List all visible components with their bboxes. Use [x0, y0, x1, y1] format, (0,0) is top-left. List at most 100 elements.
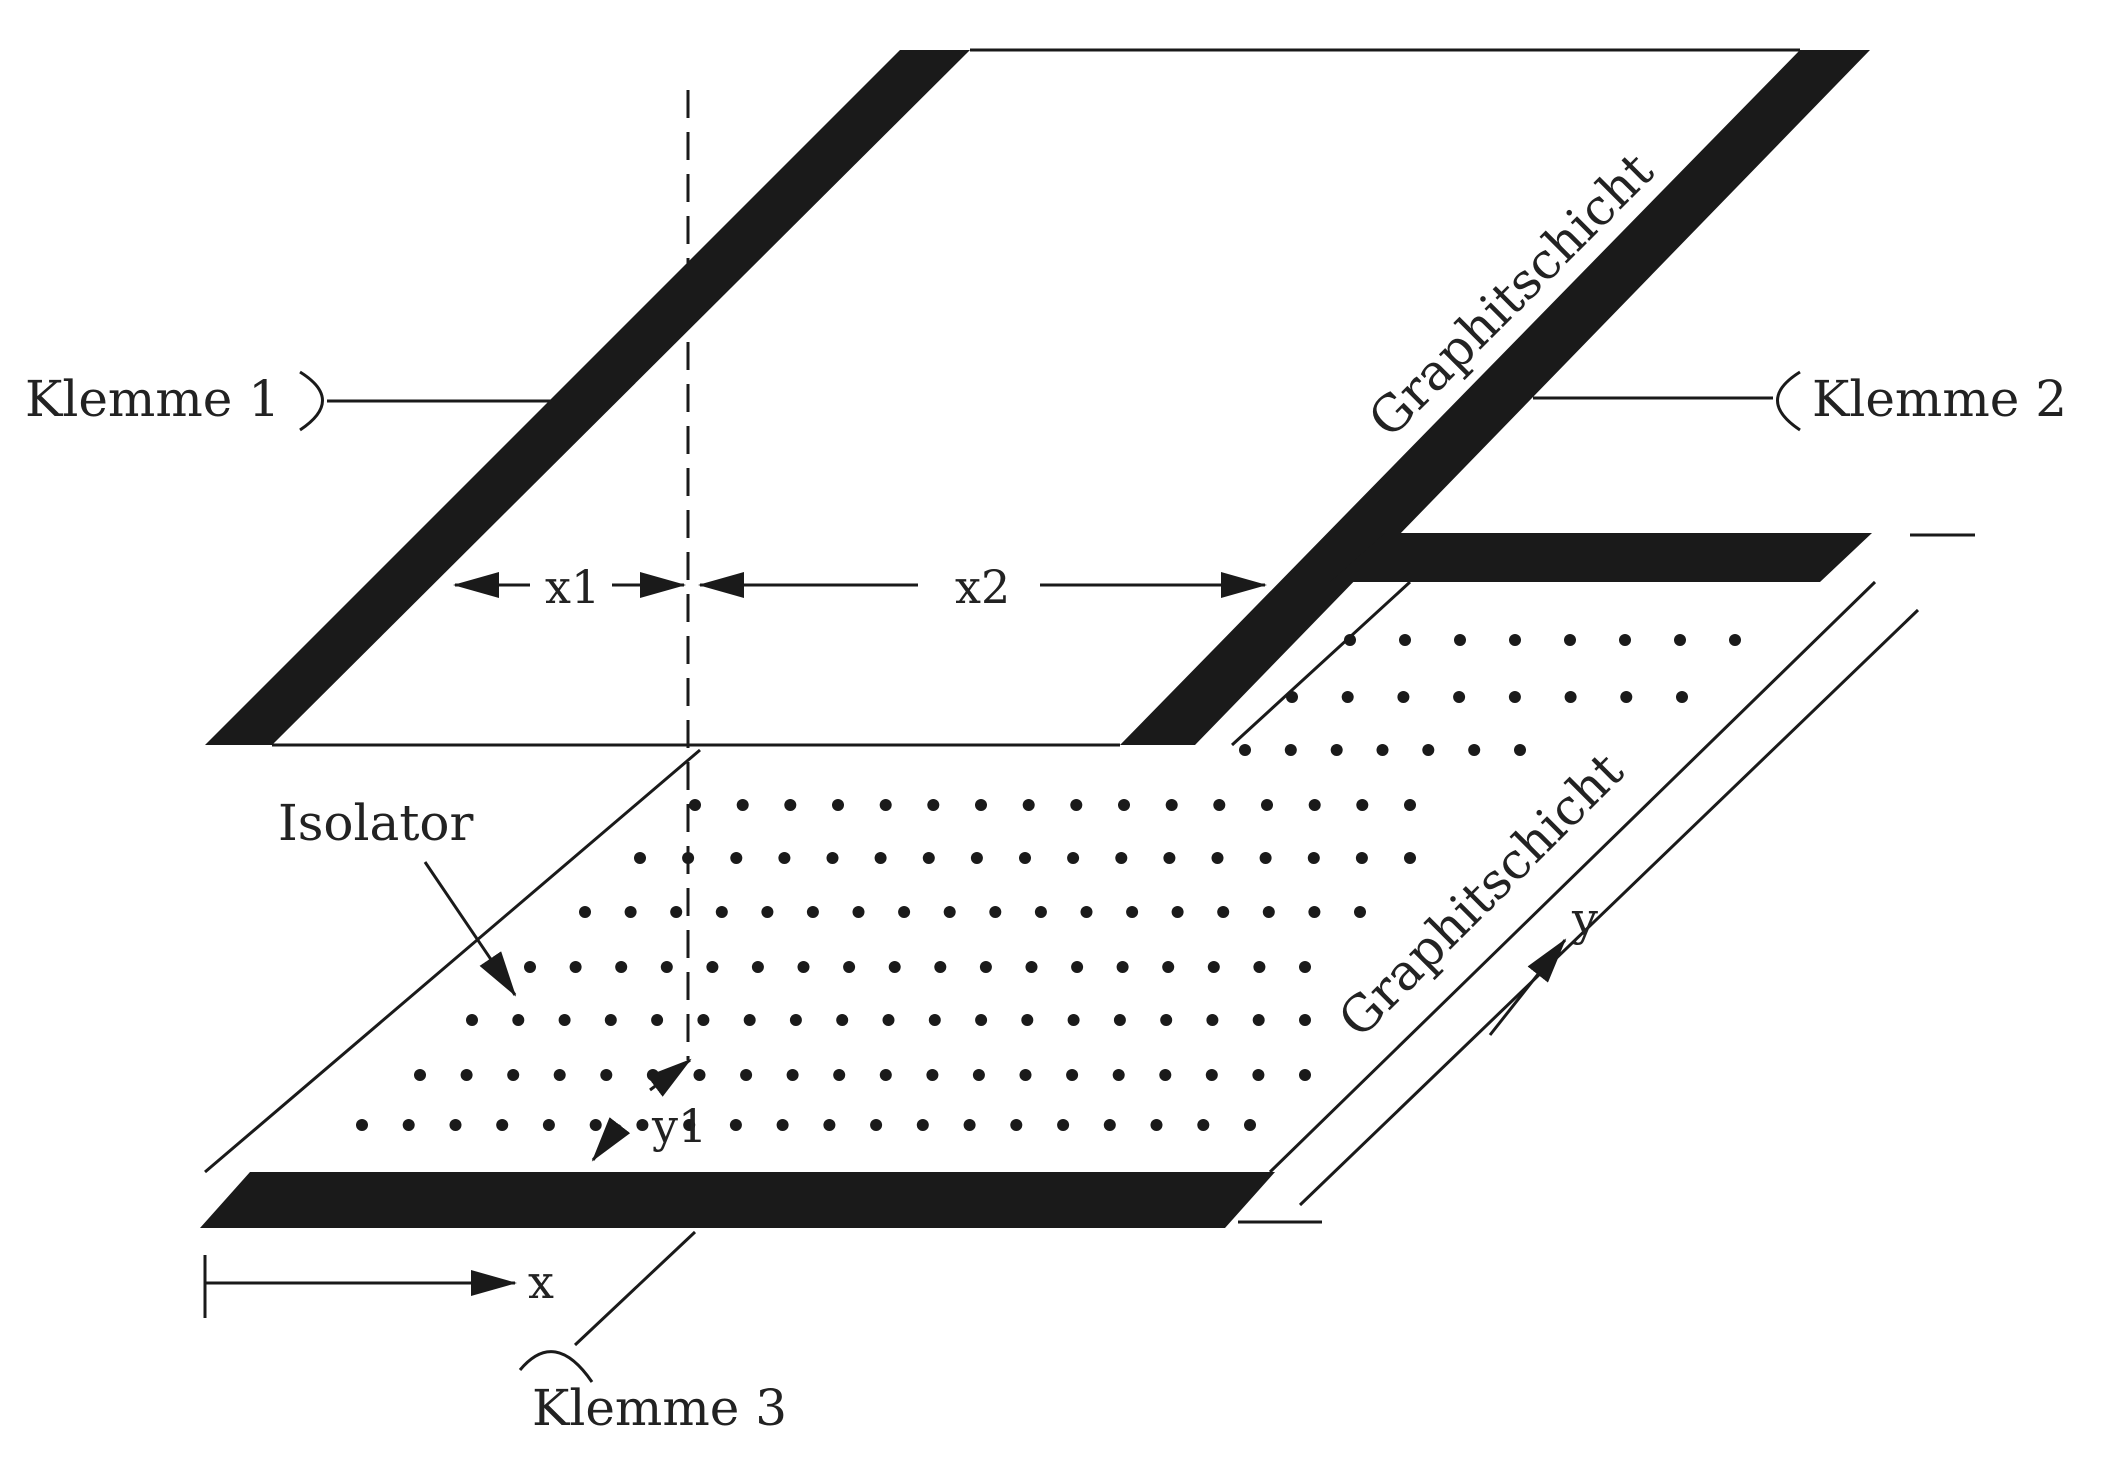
insulator-dot [1514, 744, 1526, 756]
insulator-dot [778, 852, 791, 864]
insulator-dot [761, 906, 774, 918]
insulator-dot [874, 852, 887, 864]
insulator-dot [843, 961, 856, 973]
insulator-dot [414, 1069, 426, 1081]
insulator-dot [1207, 961, 1220, 973]
insulator-dot [1211, 852, 1224, 864]
insulator-dot [852, 906, 865, 918]
insulator-dot [1159, 1069, 1172, 1081]
insulator-dot [826, 852, 839, 864]
insulator-dot [600, 1069, 613, 1081]
insulator-dot [1299, 1069, 1311, 1081]
insulator-dot [1259, 852, 1272, 864]
insulator-dot [1356, 799, 1369, 811]
insulator-dot [1118, 799, 1130, 811]
insulator-dot [1171, 906, 1184, 918]
insulator-dot [786, 1069, 799, 1081]
insulator-dot [926, 1069, 939, 1081]
insulator-dot [970, 852, 983, 864]
insulator-dot [507, 1069, 520, 1081]
bottom-front-electrode-bar [200, 1172, 1275, 1228]
insulator-dot [1354, 906, 1366, 918]
insulator-dot [1508, 691, 1521, 703]
insulator-dot [1115, 852, 1128, 864]
insulator-dot [1253, 961, 1266, 973]
insulator-dot [1299, 1014, 1311, 1026]
insulator-dot [1620, 691, 1633, 703]
insulator-dot [1019, 852, 1031, 864]
top-plate-surface [205, 50, 1870, 745]
insulator-dot [1262, 906, 1275, 918]
insulator-dot [449, 1119, 462, 1131]
terminal-1 [299, 370, 555, 432]
terminal-1-symbol [299, 370, 324, 432]
insulator-dot [975, 799, 987, 811]
terminal-1-label: Klemme 1 [25, 370, 280, 428]
insulator-dot [1308, 799, 1321, 811]
insulator-dot [1071, 961, 1084, 973]
insulator-dot [806, 906, 819, 918]
insulator-dot [1399, 634, 1411, 646]
insulator-dot [460, 1069, 473, 1081]
insulator-dot [729, 1119, 742, 1131]
bottom-plate-back-inner-edge [1230, 580, 1412, 747]
insulator-dot [1165, 799, 1178, 811]
insulator-dot [1213, 799, 1226, 811]
terminal-3 [518, 1230, 697, 1383]
insulator-dot [975, 1014, 988, 1026]
insulator-dot [624, 906, 637, 918]
insulator-dot [715, 906, 728, 918]
insulator-dot [1066, 1069, 1079, 1081]
insulator-dot [1252, 1014, 1265, 1026]
terminal-2-symbol [1776, 370, 1801, 432]
insulator-dot [579, 906, 591, 918]
insulator-dot [1113, 1014, 1126, 1026]
insulator-dot [512, 1014, 525, 1026]
insulator-dot [797, 961, 810, 973]
insulator-dot [1206, 1014, 1219, 1026]
terminal-2-label: Klemme 2 [1812, 370, 2067, 428]
y1-arrow-up [647, 1058, 692, 1097]
insulator-dot [1067, 1014, 1080, 1026]
insulator-dot [1116, 961, 1129, 973]
insulator-dot [1163, 852, 1176, 864]
insulator-dot [1676, 691, 1688, 703]
insulator-dot [1286, 691, 1298, 703]
insulator-dot [1454, 634, 1466, 646]
insulator-dot [615, 961, 628, 973]
insulator-dot [934, 961, 947, 973]
insulator-dot [1564, 691, 1577, 703]
insulator-dot [1126, 906, 1139, 918]
y-axis-indicator [1488, 938, 1567, 1036]
insulator-dot [927, 799, 940, 811]
y-axis-label: y [1571, 892, 1598, 946]
insulator-dot [496, 1119, 509, 1131]
bottom-plate [200, 533, 1975, 1228]
insulator-dot [1376, 744, 1389, 756]
insulator-dot [1729, 634, 1741, 646]
insulator-dot [1034, 906, 1047, 918]
insulator-dot [1422, 744, 1435, 756]
insulator-dot [569, 961, 582, 973]
terminal-3-label: Klemme 3 [532, 1379, 787, 1437]
insulator-dot [833, 1069, 846, 1081]
insulator-dot [979, 961, 992, 973]
y-axis-arrow [1488, 938, 1567, 1036]
insulator-dot [553, 1069, 566, 1081]
insulator-dot [697, 1014, 710, 1026]
insulator-dot [524, 961, 536, 973]
isolator-label: Isolator [278, 794, 474, 852]
insulator-dot [693, 1069, 706, 1081]
insulator-dot [1404, 852, 1416, 864]
insulator-dot [1239, 744, 1251, 756]
top-left-electrode-bar [205, 50, 970, 745]
y1-label: y1 [651, 1099, 707, 1153]
insulator-dot [1080, 906, 1093, 918]
insulator-dot [1564, 634, 1576, 646]
insulator-dot [879, 799, 892, 811]
insulator-dot [651, 1014, 664, 1026]
insulator-dot [636, 1119, 649, 1131]
insulator-dot [888, 961, 901, 973]
insulator-dot [1162, 961, 1175, 973]
x-axis-label: x [528, 1255, 554, 1309]
